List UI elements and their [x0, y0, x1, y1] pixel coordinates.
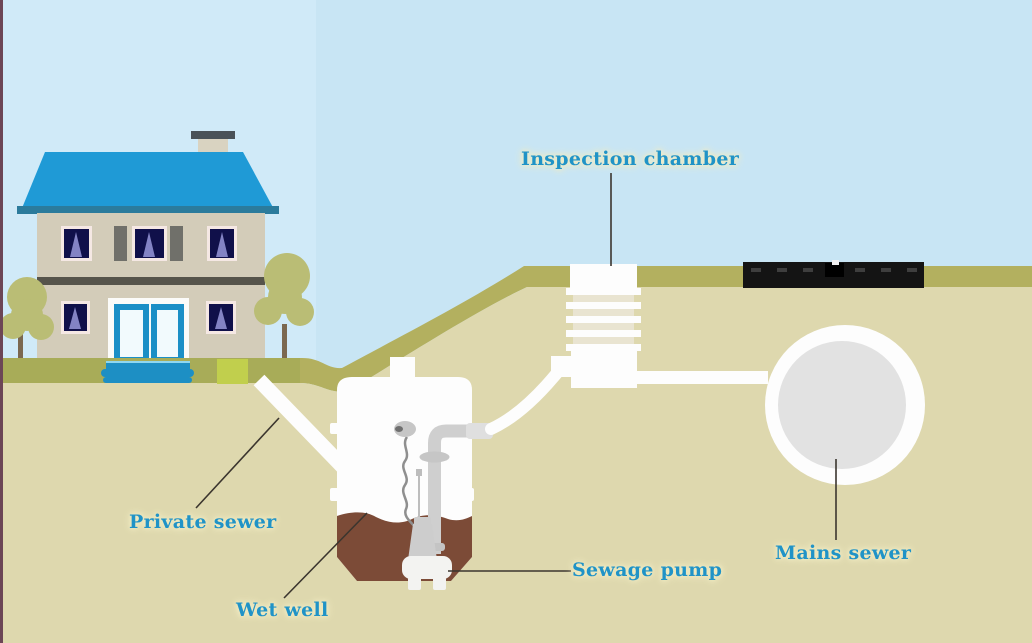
- chimney: [198, 138, 228, 154]
- manhole: [825, 263, 844, 277]
- pipe-flange: [419, 451, 450, 463]
- upper-windows: [61, 226, 237, 261]
- roof: [20, 152, 276, 213]
- chamber-rib: [566, 316, 641, 323]
- outlet-pipe: [637, 371, 768, 384]
- wet-well-tank: [330, 357, 474, 581]
- rising-main-pipe: [485, 367, 563, 435]
- mains-sewer-pipe: [765, 325, 925, 485]
- chamber-rib: [566, 330, 641, 337]
- tree-trunk: [18, 330, 23, 366]
- window-curtain: [216, 232, 228, 257]
- inspection-chamber: [551, 264, 768, 388]
- pump-motor: [408, 524, 437, 560]
- power-cable: [401, 436, 416, 528]
- cable-hook: [394, 421, 416, 437]
- shutter: [170, 226, 183, 261]
- road: [743, 260, 924, 288]
- pump-foot: [408, 577, 421, 590]
- label-sewage-pump: Sewage pump: [572, 559, 723, 581]
- garden-bush: [217, 359, 248, 384]
- chamber-rib: [566, 288, 641, 295]
- house-illustration: [0, 131, 314, 366]
- lower-windows: [61, 301, 236, 334]
- roof-eave: [17, 206, 279, 214]
- leader-wet-well: [283, 512, 368, 599]
- label-wet-well: Wet well: [236, 599, 329, 621]
- label-private-sewer: Private sewer: [129, 511, 277, 533]
- shutter: [114, 226, 127, 261]
- label-inspection-chamber: Inspection chamber: [521, 148, 740, 170]
- manhole-marker: [832, 260, 839, 265]
- door-panel: [157, 310, 178, 357]
- window-curtain: [70, 232, 82, 257]
- chamber-top: [570, 264, 637, 289]
- front-door: [108, 298, 189, 365]
- window-curtain: [215, 307, 227, 329]
- chamber-rib: [566, 302, 641, 309]
- label-mains-sewer: Mains sewer: [775, 542, 912, 564]
- window-curtain: [69, 307, 81, 329]
- tree-trunk: [282, 324, 287, 364]
- leader-lines: [195, 173, 837, 599]
- sewage-pump-assembly: [394, 367, 563, 590]
- tree-left: [0, 277, 54, 366]
- window-curtain: [143, 232, 155, 257]
- tree-foliage: [268, 280, 302, 314]
- step: [101, 369, 194, 377]
- door-panel: [120, 310, 143, 357]
- chamber-inlet-junction: [551, 356, 571, 377]
- step: [103, 377, 192, 383]
- cable-hook-eye: [395, 426, 403, 432]
- door-steps: [101, 361, 194, 383]
- chamber-rib: [566, 344, 641, 351]
- float-rod-top: [416, 469, 422, 476]
- left-border: [0, 0, 3, 643]
- floor-band: [37, 277, 265, 285]
- tree-right: [254, 253, 314, 364]
- discharge-pipe: [428, 424, 470, 554]
- chamber-base: [571, 351, 637, 388]
- pump-foot: [433, 577, 446, 590]
- leader-private-sewer: [195, 417, 280, 509]
- pump-base: [402, 556, 452, 579]
- chimney-cap: [191, 131, 235, 139]
- step: [106, 361, 190, 369]
- tree-foliage: [11, 299, 43, 331]
- private-sewer-pipe: [253, 374, 352, 476]
- tank-rib: [330, 488, 339, 501]
- step-highlight: [106, 361, 190, 363]
- pump-motor-cap: [414, 517, 431, 526]
- mains-sewer-inner: [778, 341, 906, 469]
- tank-rib: [330, 423, 339, 434]
- road-markings: [751, 268, 917, 272]
